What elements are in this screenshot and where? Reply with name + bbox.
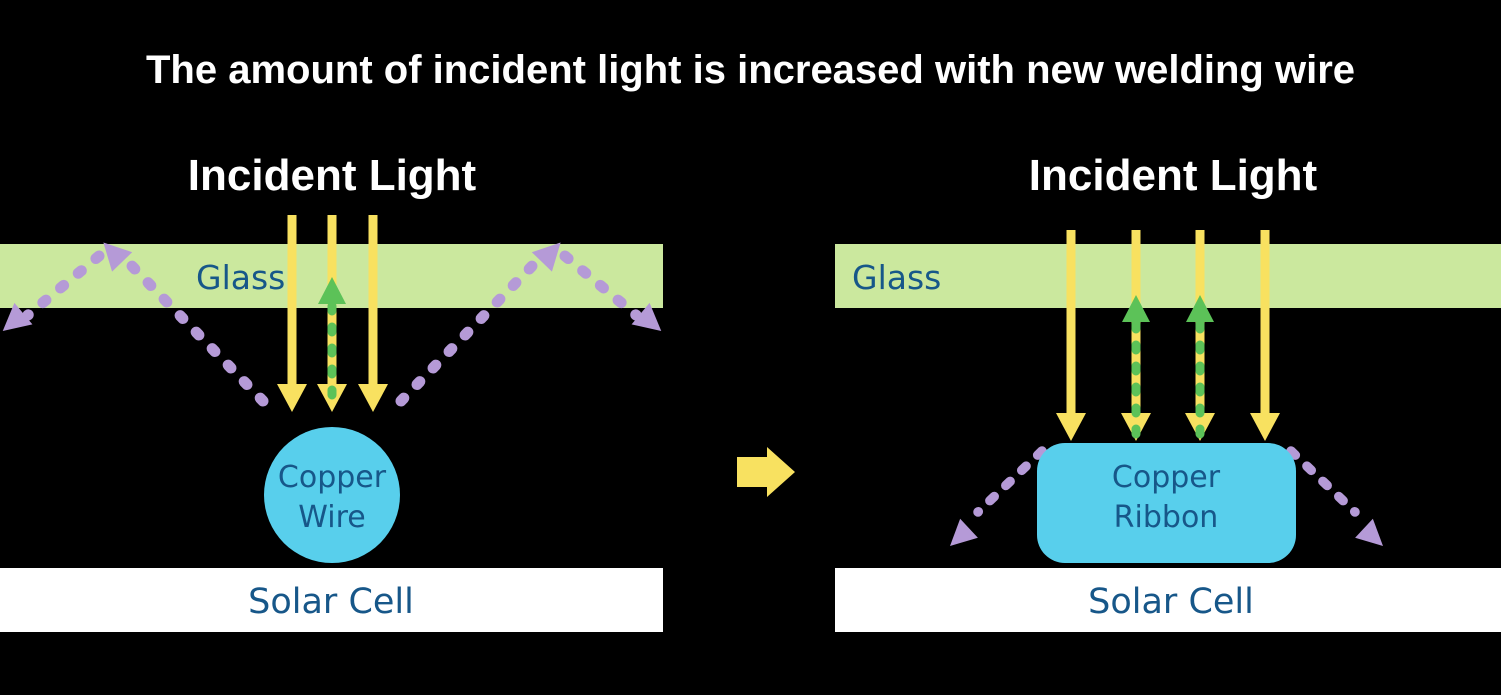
copper-wire-label: Copper Wire [232,458,432,538]
solar-cell-label-right: Solar Cell [1088,582,1254,622]
incident-ray-icon [1056,230,1086,441]
incident-ray-icon [277,215,307,412]
reflected-ray-up-icon [1186,295,1214,443]
lost-ray-icon [2,242,269,407]
reflected-ray-up-icon [318,277,346,415]
incident-light-label-right: Incident Light [1028,151,1318,200]
incident-ray-icon [358,215,388,412]
copper-wire-label-line1: Copper [277,460,387,495]
incident-light-label-left: Incident Light [187,151,477,200]
solar-cell-left [0,568,663,632]
copper-wire-shape [264,427,400,563]
lost-ray-icon [395,242,662,407]
solar-cell-label-left: Solar Cell [248,582,414,622]
glass-label-left: Glass [196,258,286,297]
copper-ribbon-label-line2: Ribbon [1113,500,1219,535]
reflected-ray-up-icon [1122,295,1150,443]
glass-label-right: Glass [852,258,942,297]
solar-cell-right [835,568,1501,632]
copper-wire-label-line2: Wire [298,500,366,535]
copper-ribbon-label-line1: Copper [1111,460,1221,495]
copper-ribbon-shape [1037,443,1296,563]
glass-layer-right [835,244,1501,308]
copper-ribbon-label: Copper Ribbon [1046,458,1286,538]
diagram-title: The amount of incident light is increase… [145,48,1356,92]
reflected-side-ray-icon [949,446,1384,547]
incident-ray-icon [1250,230,1280,441]
transition-arrow-icon [737,447,795,497]
